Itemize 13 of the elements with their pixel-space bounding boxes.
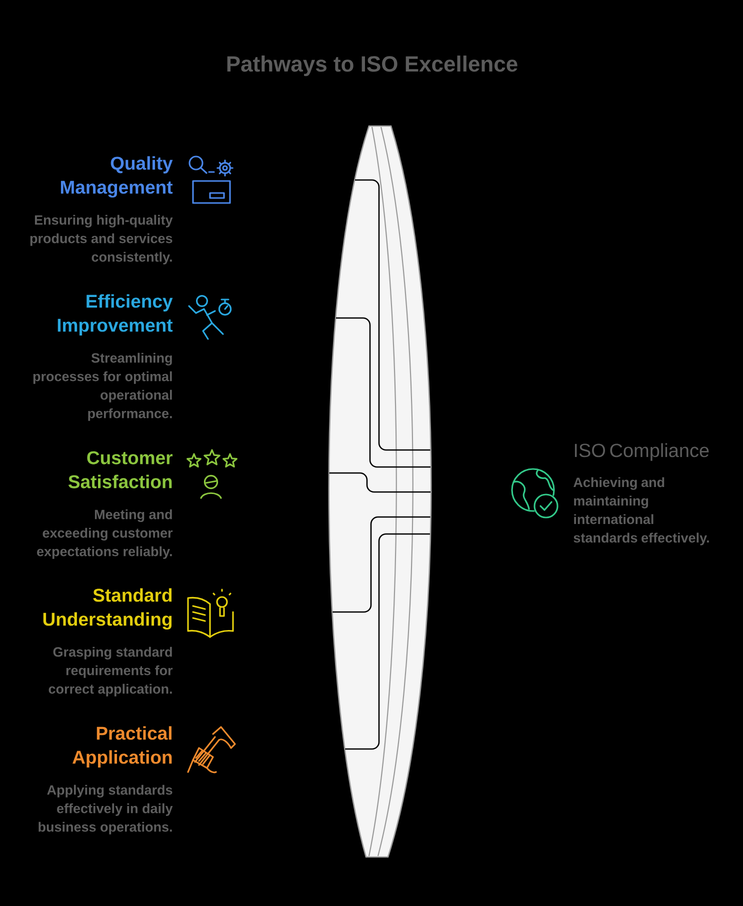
description: Applying standards effectively in daily business operations.	[38, 784, 173, 834]
description: Achieving and maintaining international standards effectively.	[574, 477, 709, 546]
heading: Customer Satisfaction	[68, 451, 172, 488]
heading: Efficiency Improvement	[58, 294, 173, 336]
description: Meeting and exceeding customer expectations reliably.	[37, 509, 173, 559]
heading: Standard Understanding	[43, 588, 172, 630]
description: Grasping standard requirements for correct application.	[48, 646, 173, 696]
heading: Quality Management	[60, 156, 173, 198]
description: Streamlining processes for optimal operational performance.	[33, 352, 172, 421]
title: Pathways to ISO Excellence	[227, 56, 518, 76]
heading: Practical Application	[72, 726, 172, 768]
heading: ISO Compliance	[574, 443, 709, 461]
description: Ensuring high-quality products and services consistently.	[30, 214, 173, 264]
